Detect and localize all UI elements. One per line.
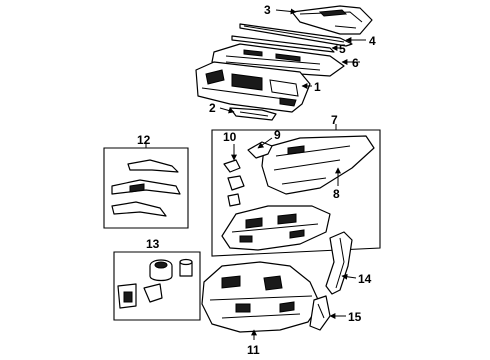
callout-15: 15 (348, 310, 362, 324)
group-13-box (113, 251, 201, 321)
part-14-reinforcement (325, 231, 353, 295)
part-1-dash-assembly (195, 61, 311, 113)
callout-2: 2 (209, 101, 216, 115)
callout-5: 5 (339, 42, 346, 56)
group-12-box (103, 142, 189, 229)
part-11-firewall (201, 261, 321, 333)
callout-12: 12 (137, 133, 151, 147)
part-5-seal (231, 35, 335, 53)
callout-11: 11 (247, 343, 260, 357)
part-15-plate (309, 295, 331, 331)
callout-6: 6 (352, 56, 359, 70)
callout-10: 10 (223, 130, 237, 144)
part-10-brackets (223, 159, 245, 207)
callout-4: 4 (369, 34, 376, 48)
callout-3: 3 (264, 3, 271, 17)
callout-13: 13 (146, 237, 160, 251)
group-7-box (211, 124, 381, 257)
callout-9: 9 (274, 128, 281, 142)
part-2-bracket (229, 107, 277, 121)
callout-8: 8 (333, 187, 340, 201)
part-8-insulator (261, 135, 375, 195)
callout-14: 14 (358, 272, 372, 286)
callout-1: 1 (314, 80, 321, 94)
leader-lines (219, 8, 366, 340)
part-3-cowl-top (291, 5, 373, 35)
part-4-weatherstrip (239, 23, 353, 47)
part-7-dash-panel (221, 205, 331, 251)
callout-7: 7 (331, 113, 338, 127)
